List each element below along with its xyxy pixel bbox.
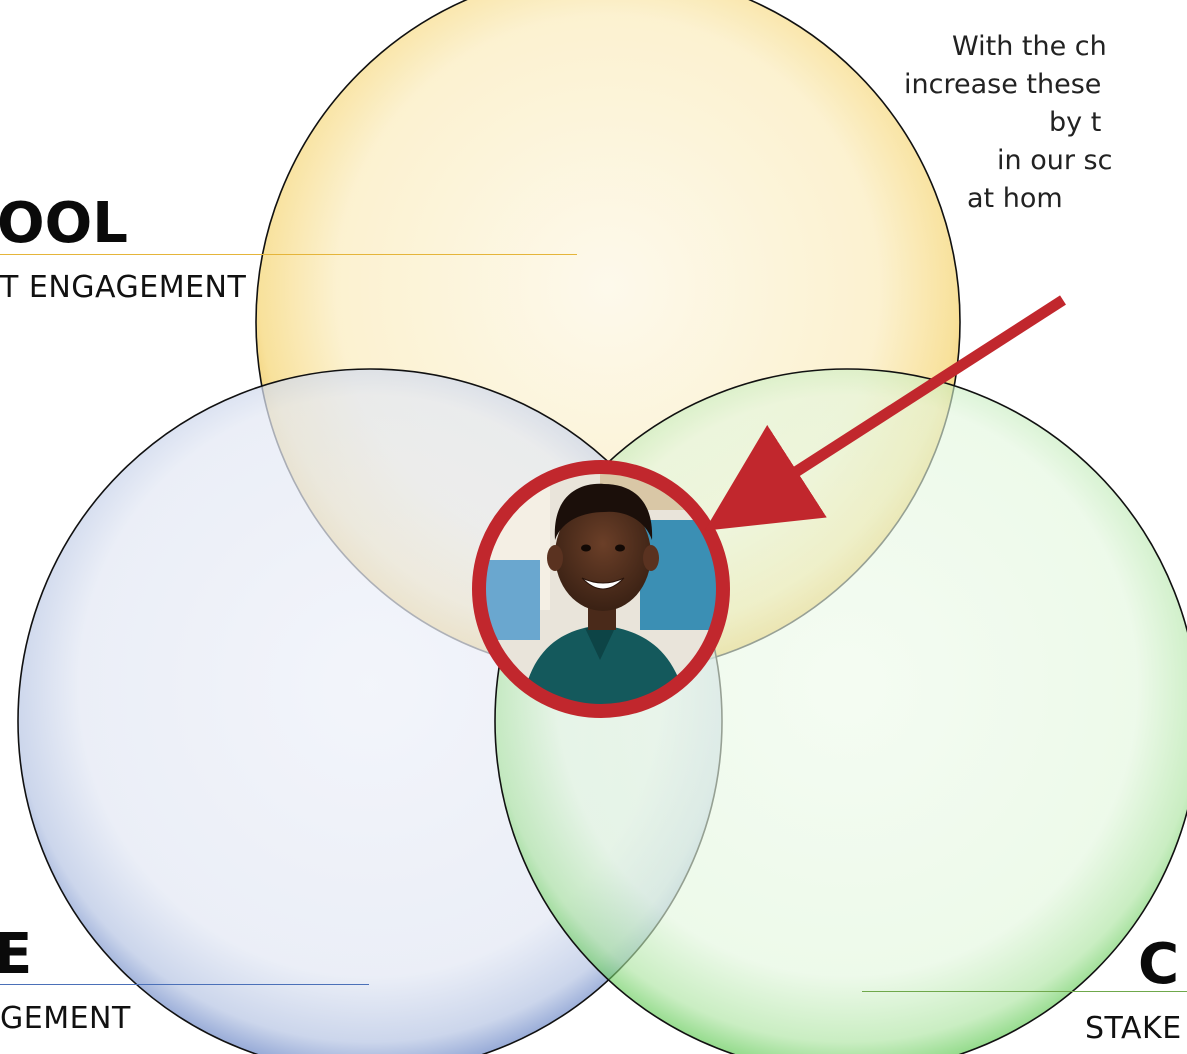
home-label-subtitle: GEMENT (0, 1001, 131, 1036)
callout-line: increase these (904, 69, 1102, 100)
school-label-subtitle: T ENGAGEMENT (0, 270, 247, 305)
school-label-title: OOL (0, 191, 128, 256)
community-label-title: C (1138, 932, 1180, 997)
callout-text: With the ch increase these by t in our s… (887, 28, 1187, 218)
community-label-subtitle: STAKE (1085, 1011, 1182, 1046)
callout-line: at hom (967, 183, 1063, 214)
home-label-title: E (0, 922, 33, 987)
callout-line: With the ch (952, 31, 1107, 62)
callout-line: by t (1049, 107, 1102, 138)
home-label-rule (0, 984, 369, 985)
callout-line: in our sc (997, 145, 1113, 176)
callout-arrow (704, 295, 1066, 531)
school-label-rule (0, 254, 577, 255)
highlight-ring (472, 460, 730, 718)
community-label-rule (862, 991, 1187, 992)
